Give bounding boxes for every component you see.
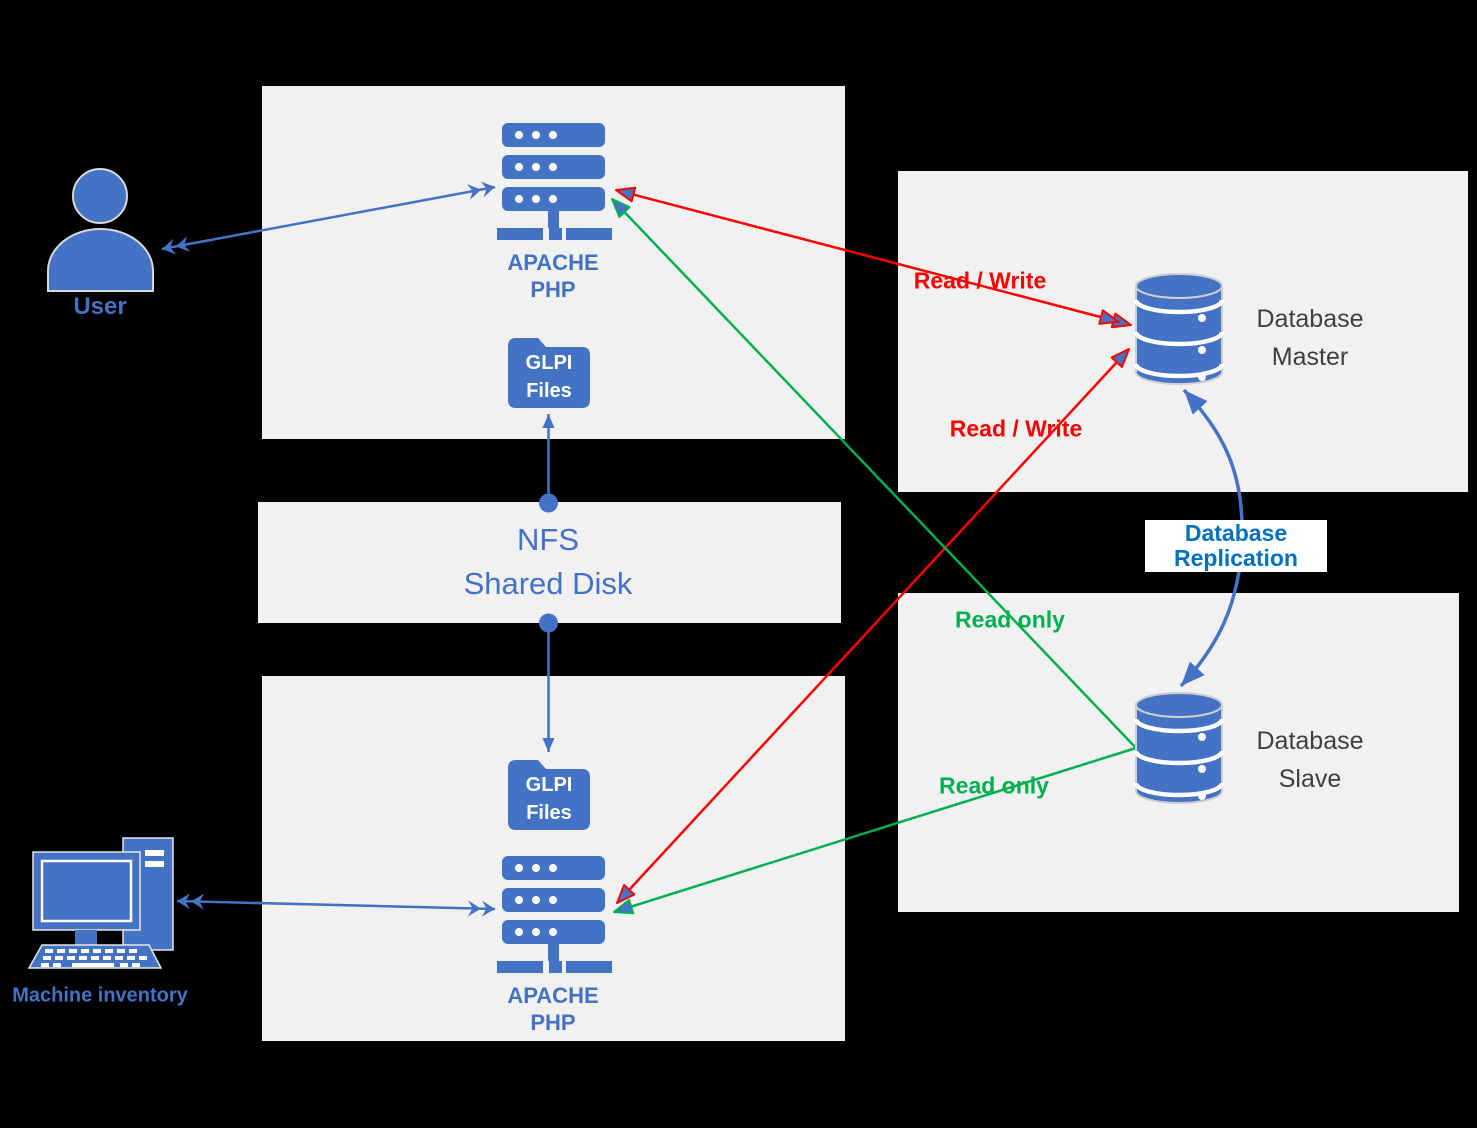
nfs-line2: Shared Disk — [463, 566, 633, 601]
glpi-top-line1: GLPI — [525, 352, 573, 374]
read-write-top-label: Read / Write — [913, 267, 1047, 294]
keyboard-keys — [41, 949, 147, 967]
edge-read-only-top — [611, 198, 1137, 749]
apache-top-label-line1: APACHE — [507, 250, 599, 275]
apache-bottom-label: APACHE PHP — [507, 982, 598, 1036]
glpi-files-top-label: GLPI Files — [526, 349, 573, 405]
database-slave-icon — [1136, 693, 1222, 803]
apache-server-top-icon — [497, 123, 612, 240]
replication-line1: Database — [1184, 520, 1288, 546]
replication-line2: Replication — [1174, 545, 1298, 571]
glpi-bottom-line2: Files — [526, 802, 572, 824]
read-only-top-label: Read only — [955, 606, 1065, 633]
glpi-files-bottom-label: GLPI Files — [526, 771, 573, 827]
database-slave-label: Database Slave — [1256, 722, 1363, 798]
edge-user-apache-top — [161, 181, 496, 255]
nfs-line1: NFS — [516, 522, 579, 557]
apache-bottom-label-line1: APACHE — [507, 983, 599, 1008]
nfs-connector-dot-bottom — [539, 613, 558, 633]
database-master-line2: Master — [1271, 343, 1349, 371]
read-write-bottom-label: Read / Write — [949, 415, 1083, 442]
database-master-label: Database Master — [1256, 300, 1363, 376]
glpi-top-line2: Files — [526, 380, 572, 402]
user-icon — [47, 168, 154, 292]
edge-read-only-bottom — [613, 746, 1137, 915]
apache-server-bottom-icon — [497, 856, 612, 973]
database-slave-line2: Slave — [1278, 765, 1342, 793]
nfs-shared-disk-label: NFS Shared Disk — [464, 518, 633, 606]
machine-inventory-icon — [27, 837, 174, 969]
database-slave-line1: Database — [1256, 727, 1364, 755]
apache-bottom-label-line2: PHP — [530, 1010, 576, 1035]
read-only-bottom-label: Read only — [939, 772, 1049, 799]
nfs-connector-dot-top — [539, 493, 558, 513]
database-master-line1: Database — [1256, 305, 1364, 333]
machine-inventory-label: Machine inventory — [12, 984, 188, 1007]
user-label: User — [73, 293, 127, 320]
edge-read-write-top — [615, 186, 1132, 329]
edge-machine-apache-bottom — [176, 893, 496, 917]
edge-read-write-bottom — [616, 348, 1130, 904]
database-master-icon — [1136, 274, 1222, 384]
apache-top-label-line2: PHP — [530, 277, 576, 302]
glpi-bottom-line1: GLPI — [525, 774, 573, 796]
apache-top-label: APACHE PHP — [507, 249, 598, 303]
database-replication-label: Database Replication — [1145, 520, 1327, 572]
